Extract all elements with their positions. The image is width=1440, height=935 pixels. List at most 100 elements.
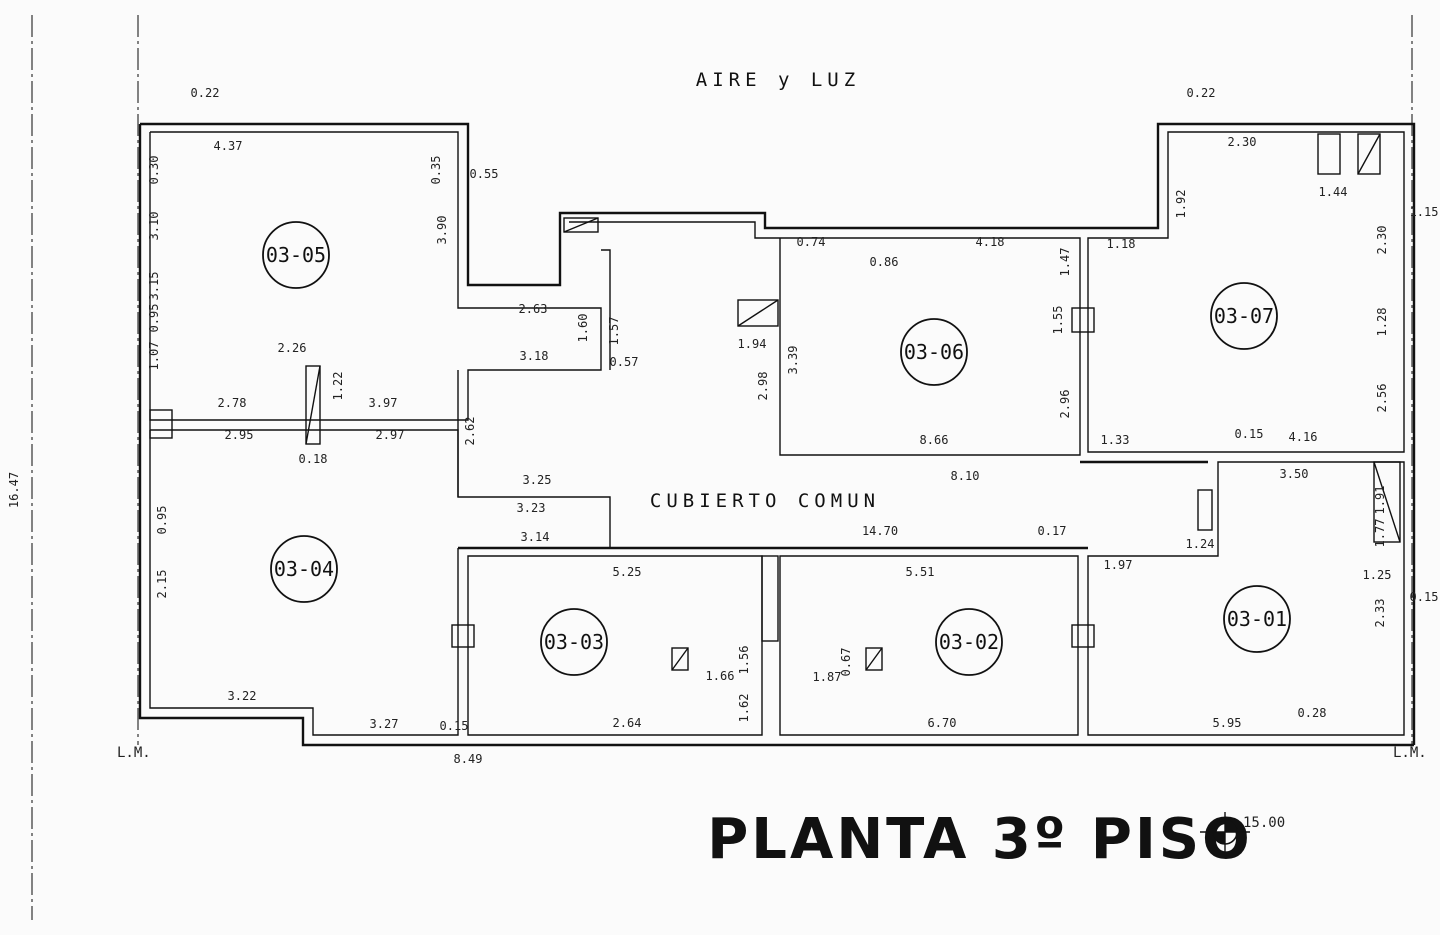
- wall-unit-03-05-inner: [149, 131, 602, 421]
- dimension-label: 0.55: [470, 167, 499, 181]
- dimension-label: 0.67: [839, 648, 853, 677]
- dimension-label: 14.70: [862, 524, 898, 538]
- dimension-label: 3.97: [369, 396, 398, 410]
- dimension-label: 0.28: [1298, 706, 1327, 720]
- unit-03-06: 03-06: [900, 318, 968, 386]
- dimension-label: 3.18: [520, 349, 549, 363]
- plan-title: PLANTA 3º PISO: [707, 807, 1252, 872]
- lm-left-label: L.M.: [117, 745, 151, 761]
- column-03-04: [451, 624, 475, 648]
- dimension-label: 1.18: [1107, 237, 1136, 251]
- dimension-label: 2.56: [1375, 384, 1389, 413]
- shaft-03-02-diag: [865, 647, 883, 671]
- dimension-label: 5.51: [906, 565, 935, 579]
- dimension-label: 3.39: [786, 346, 800, 375]
- dimension-label: 0.74: [797, 235, 826, 249]
- dimension-label: 5.95: [1213, 716, 1242, 730]
- wall-common-bottom: [458, 460, 1208, 550]
- dimension-label: 0.95: [155, 506, 169, 535]
- cubierto-comun-label: CUBIERTO COMUN: [650, 490, 880, 512]
- lm-right-label: L.M.: [1393, 745, 1427, 761]
- unit-03-04: 03-04: [270, 535, 338, 603]
- dimension-label: 1.91: [1373, 486, 1387, 515]
- dimension-label: 1.07: [147, 342, 161, 371]
- shaft-top-left-diag: [563, 217, 599, 233]
- svg-text:03-03: 03-03: [544, 630, 604, 654]
- svg-text:03-02: 03-02: [939, 630, 999, 654]
- column-03-06: [1071, 307, 1095, 333]
- dimension-label: 1.55: [1051, 306, 1065, 335]
- dimension-label: 1.62: [737, 694, 751, 723]
- dimension-label: 1.87: [813, 670, 842, 684]
- shaft-03-07-b: [1357, 133, 1381, 175]
- dimension-label: 8.10: [951, 469, 980, 483]
- dimension-label: 3.50: [1280, 467, 1309, 481]
- dimension-label: 3.90: [435, 216, 449, 245]
- dimension-label: 1.28: [1375, 308, 1389, 337]
- unit-03-01: 03-01: [1223, 585, 1291, 653]
- dimension-label: 0.30: [147, 156, 161, 185]
- overall-height-dim: 16.47: [7, 472, 21, 508]
- dimension-label: 2.62: [463, 417, 477, 446]
- shaft-03-05-diag: [305, 365, 321, 445]
- dimension-label: 2.98: [756, 372, 770, 401]
- unit-03-02: 03-02: [935, 608, 1003, 676]
- shaft-common: [1197, 489, 1213, 531]
- dimension-label: 4.18: [976, 235, 1005, 249]
- dimension-label: 1.15: [1410, 205, 1439, 219]
- dimension-label: 2.64: [613, 716, 642, 730]
- dimension-label: 0.86: [870, 255, 899, 269]
- dimension-label: 2.30: [1228, 135, 1257, 149]
- shaft-03-01-diag: [1373, 461, 1401, 543]
- shaft-mid: [737, 299, 779, 327]
- dimension-label: 0.22: [191, 86, 220, 100]
- dimension-label: 1.44: [1319, 185, 1348, 199]
- dimension-label: 1.94: [738, 337, 767, 351]
- column-03-02: [1071, 624, 1095, 648]
- dimension-label: 0.15: [1410, 590, 1439, 604]
- dimension-label: 4.16: [1289, 430, 1318, 444]
- wall-bottom: [138, 124, 1414, 747]
- dimension-label: 1.24: [1186, 537, 1215, 551]
- shaft-03-01: [1373, 461, 1401, 543]
- dimension-label: 0.57: [610, 355, 639, 369]
- shaft-03-03: [671, 647, 689, 671]
- svg-text:03-05: 03-05: [266, 243, 326, 267]
- dimension-label: 3.10: [147, 212, 161, 241]
- dimension-label: 3.27: [370, 717, 399, 731]
- unit-03-03: 03-03: [540, 608, 608, 676]
- svg-text:03-07: 03-07: [1214, 304, 1274, 328]
- wall-unit-03-04-inner: [149, 429, 459, 736]
- dimension-label: 2.63: [519, 302, 548, 316]
- dimension-label: 1.56: [737, 646, 751, 675]
- unit-03-07: 03-07: [1210, 282, 1278, 350]
- dimension-label: 3.23: [517, 501, 546, 515]
- dimension-label: 0.35: [429, 156, 443, 185]
- dimension-label: 8.66: [920, 433, 949, 447]
- dimension-label: 0.15: [440, 719, 469, 733]
- dimension-label: 2.78: [218, 396, 247, 410]
- shaft-03-07-b-diag: [1357, 133, 1381, 175]
- wall-unit-03-03-inner: [467, 555, 763, 736]
- level-value: 15.00: [1243, 815, 1285, 831]
- wall-unit-03-02-inner: [779, 555, 1079, 736]
- dimension-label: 2.96: [1058, 390, 1072, 419]
- aire-luz-label: AIRE y LUZ: [696, 69, 860, 91]
- dimension-label: 2.26: [278, 341, 307, 355]
- dimension-label: 1.66: [706, 669, 735, 683]
- dimension-label: 2.97: [376, 428, 405, 442]
- dimension-label: 3.22: [228, 689, 257, 703]
- dimension-label: 0.17: [1038, 524, 1067, 538]
- dimension-label: 1.57: [607, 317, 621, 346]
- shaft-mid-diag: [737, 299, 779, 327]
- wall-unit-03-07-inner: [1087, 131, 1405, 453]
- dimension-label: 5.25: [613, 565, 642, 579]
- dimension-label: 1.77: [1373, 519, 1387, 548]
- shaft-03-02: [865, 647, 883, 671]
- dimension-label: 1.60: [576, 314, 590, 343]
- shaft-03-05: [305, 365, 321, 445]
- dimension-label: 1.92: [1174, 190, 1188, 219]
- shaft-top-left: [563, 217, 599, 233]
- dimension-label: 1.25: [1363, 568, 1392, 582]
- dimension-label: 1.97: [1104, 558, 1133, 572]
